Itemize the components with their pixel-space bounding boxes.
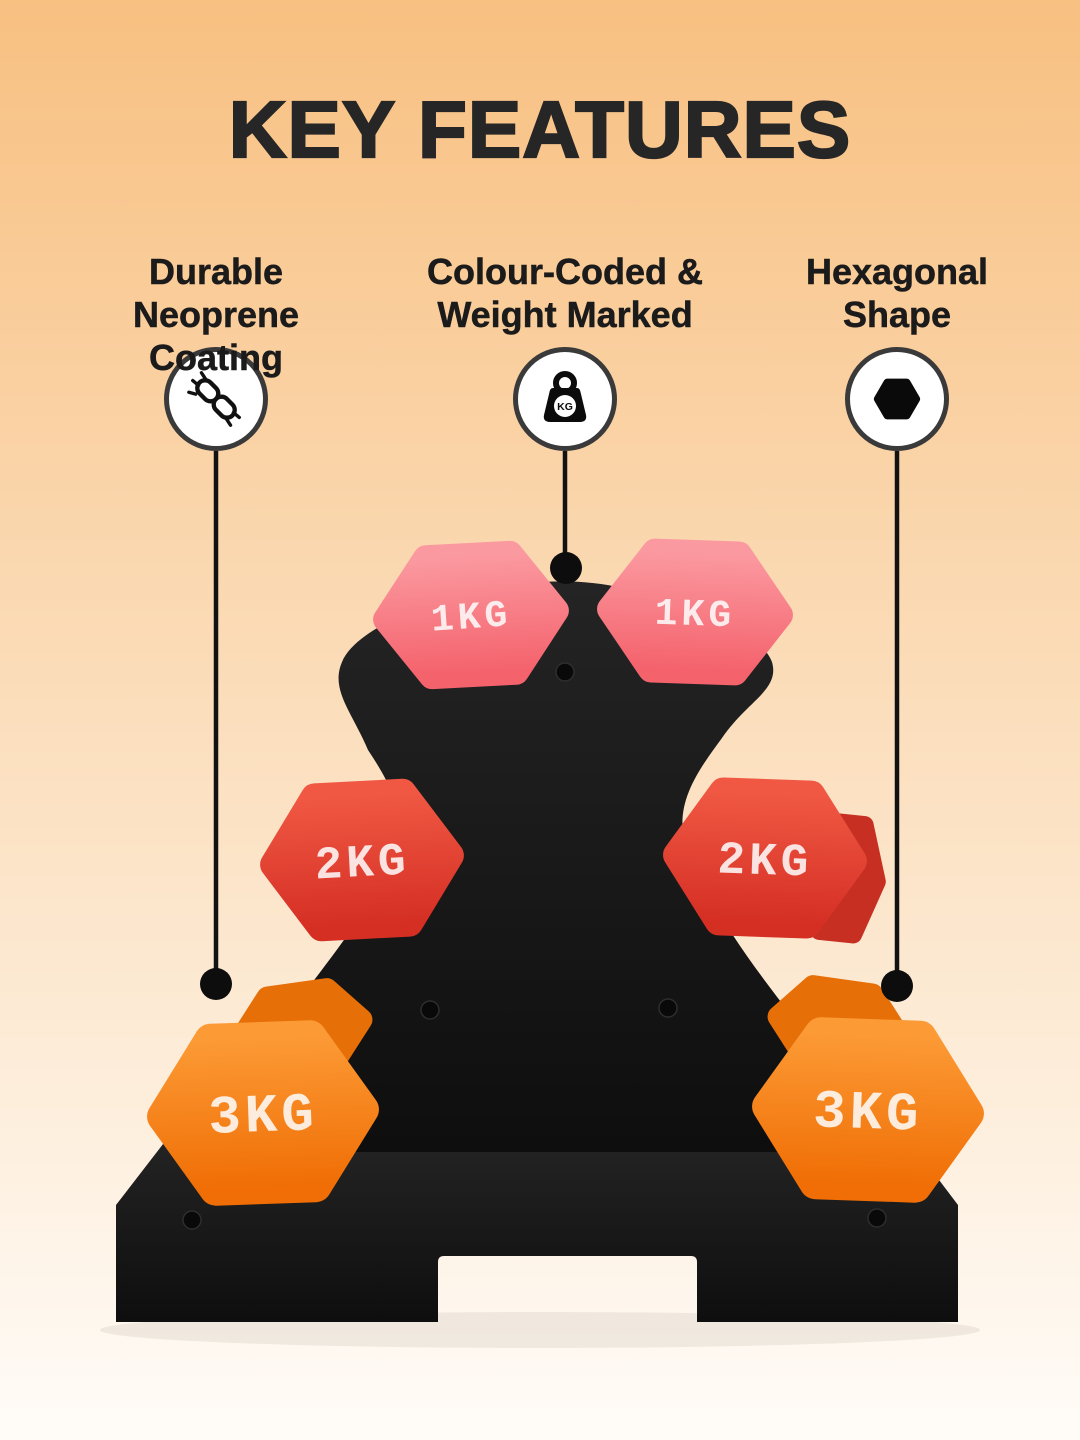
connector-dot	[550, 552, 582, 584]
weight-label-1kg: 1KG	[430, 594, 513, 643]
feature-label-line: Coating	[149, 337, 283, 379]
chain-link-icon	[187, 371, 241, 427]
screw-icon	[182, 1210, 202, 1230]
connector-dot	[881, 970, 913, 1002]
weight-label-2kg: 2KG	[717, 834, 814, 889]
weight-label-3kg: 3KG	[208, 1085, 319, 1150]
dumbbell-2kg-right: 2KG	[663, 777, 867, 939]
screw-icon	[420, 1000, 440, 1020]
hexagon-icon	[873, 378, 921, 420]
feature-hexagonal-shape: Hexagonal Shape	[747, 250, 1047, 336]
dumbbell-2kg-left: 2KG	[260, 778, 464, 942]
feature-label-line: Hexagonal	[805, 251, 989, 293]
feature-label-line: Durable	[148, 251, 284, 293]
feature-durable-neoprene-coating: Durable Neoprene Coating	[66, 250, 366, 379]
dumbbell-1kg-right: 1KG	[597, 538, 793, 686]
weight-kg-icon: KG	[543, 371, 587, 422]
callout-connectors	[200, 451, 913, 1002]
screw-icon	[658, 998, 678, 1018]
kg-icon-label: KG	[557, 401, 573, 413]
feature-label-line: Weight Marked	[437, 294, 693, 336]
rack-screws	[182, 662, 887, 1230]
feature-label-line: Shape	[842, 294, 952, 336]
screw-icon	[867, 1208, 887, 1228]
dumbbell-3kg-right: 3KG	[752, 1017, 984, 1203]
icon-circle-hexagon	[845, 347, 949, 451]
rack-column	[208, 581, 872, 1152]
dumbbell-3kg-left: 3KG	[147, 1020, 379, 1206]
feature-colour-coded-weight-marked: Colour-Coded & Weight Marked	[385, 250, 745, 336]
icon-circle-weight: KG	[513, 347, 617, 451]
feature-label-line: Colour-Coded &	[427, 251, 703, 293]
icon-circle-durability	[164, 347, 268, 451]
weight-label-1kg: 1KG	[654, 593, 736, 639]
page-title: KEY FEATURES	[228, 84, 852, 175]
feature-label-line: Neoprene	[132, 294, 300, 336]
weight-label-2kg: 2KG	[313, 836, 410, 893]
dumbbell-1kg-left: 1KG	[373, 540, 569, 690]
screw-icon	[555, 662, 575, 682]
weight-label-3kg: 3KG	[812, 1082, 923, 1147]
connector-dot	[200, 968, 232, 1000]
